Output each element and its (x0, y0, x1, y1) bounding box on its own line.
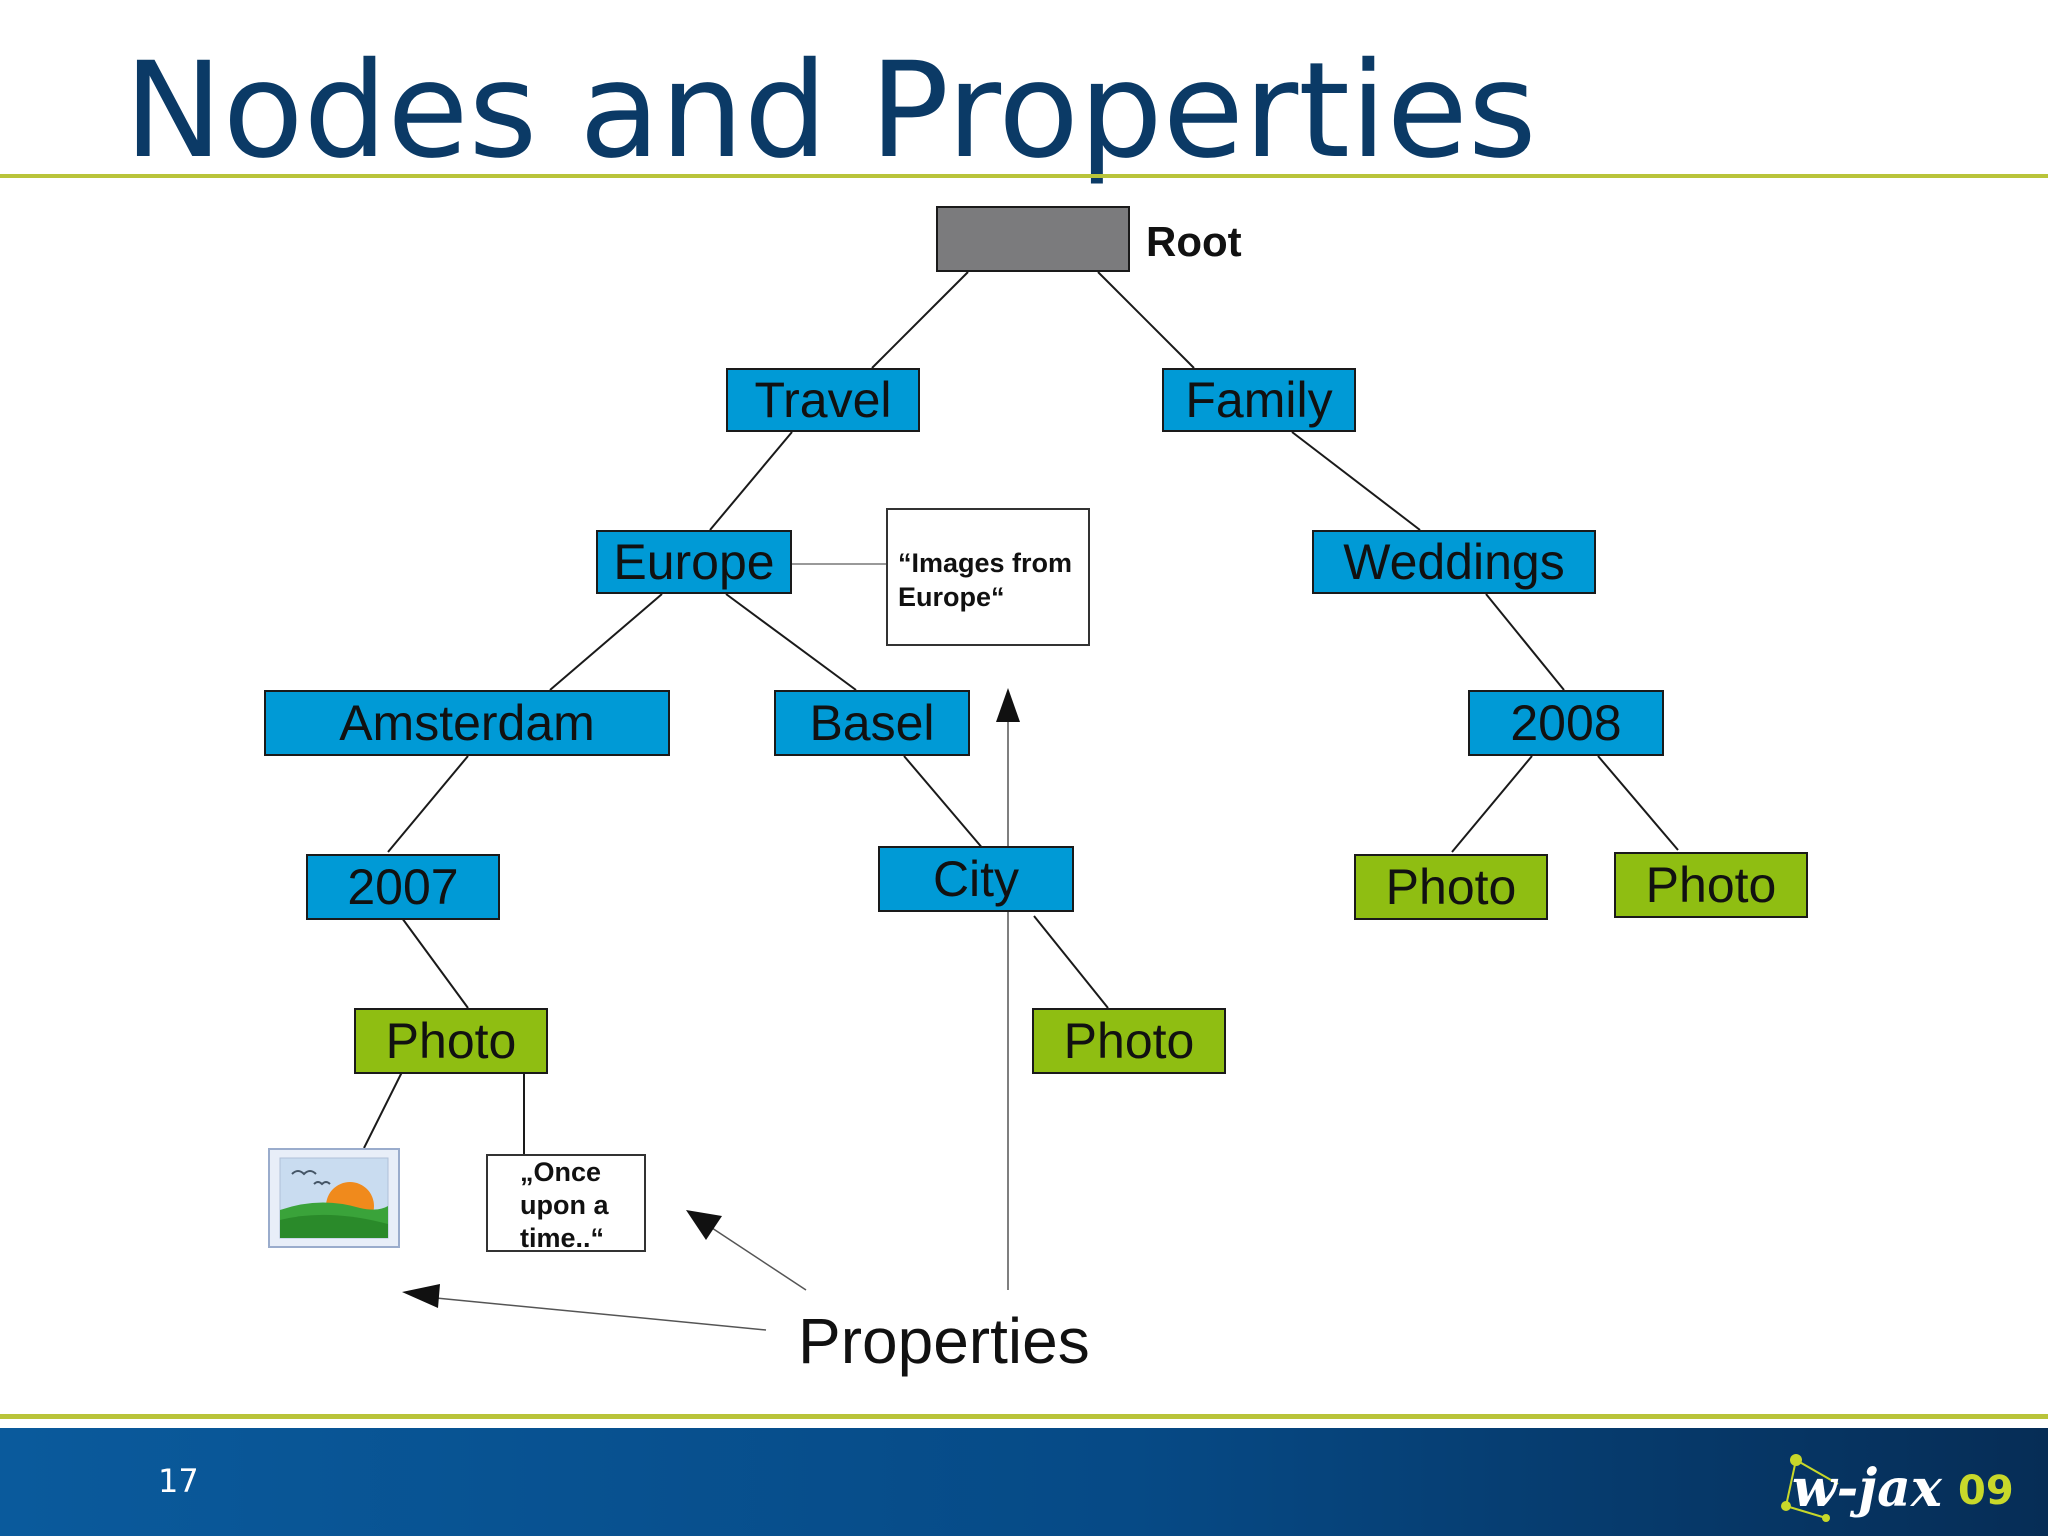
edge-europe-basel (725, 593, 857, 691)
root-node (936, 206, 1130, 272)
edge-amsterdam-2007 (387, 755, 469, 853)
node-weddings: Weddings (1312, 530, 1596, 594)
property-europe-description: “Images from Europe“ (886, 508, 1090, 646)
bottom-rule (0, 1414, 2048, 1419)
pointer-arrowhead-image (402, 1284, 440, 1308)
edge-weddings-2008 (1485, 593, 1565, 691)
edge-2008-photo1 (1451, 755, 1533, 853)
top-rule (0, 174, 2048, 178)
svg-text:09: 09 (1958, 1468, 2014, 1514)
property-photo-caption: „Once upon a time..“ (486, 1154, 646, 1253)
pointer-arrowhead-up (996, 688, 1020, 722)
node-basel: Basel (774, 690, 970, 756)
pointer-line-caption (711, 1227, 807, 1291)
edge-city-photo (1033, 915, 1109, 1009)
node-city: City (878, 846, 1074, 912)
landscape-image-icon (268, 1148, 400, 1248)
wjax-logo: w-jax 09 (1781, 1454, 2014, 1522)
pointer-arrowhead-caption (686, 1210, 722, 1240)
edge-family-weddings (1291, 431, 1421, 531)
edge-basel-city (903, 755, 985, 851)
edge-root-travel (871, 271, 969, 369)
node-travel: Travel (726, 368, 920, 432)
node-photo-city: Photo (1032, 1008, 1226, 1074)
edge-photo-image (363, 1071, 403, 1149)
edge-europe-amsterdam (549, 593, 663, 691)
node-photo-wedding-1: Photo (1354, 854, 1548, 920)
root-label: Root (1146, 218, 1242, 265)
node-photo-amsterdam: Photo (354, 1008, 548, 1074)
edge-2008-photo2 (1597, 755, 1679, 851)
properties-label: Properties (798, 1305, 1090, 1377)
node-europe: Europe (596, 530, 792, 594)
pointer-line-image (435, 1297, 767, 1331)
node-family: Family (1162, 368, 1356, 432)
node-2008: 2008 (1468, 690, 1664, 756)
node-photo-wedding-2: Photo (1614, 852, 1808, 918)
slide-title: Nodes and Properties (124, 34, 1537, 188)
footer-bar (0, 1428, 2048, 1536)
edge-2007-photo (401, 917, 469, 1009)
node-2007: 2007 (306, 854, 500, 920)
node-amsterdam: Amsterdam (264, 690, 670, 756)
edge-travel-europe (709, 431, 793, 531)
edge-root-family (1097, 271, 1195, 369)
svg-text:w-jax: w-jax (1792, 1458, 1943, 1519)
page-number: 17 (158, 1462, 199, 1500)
